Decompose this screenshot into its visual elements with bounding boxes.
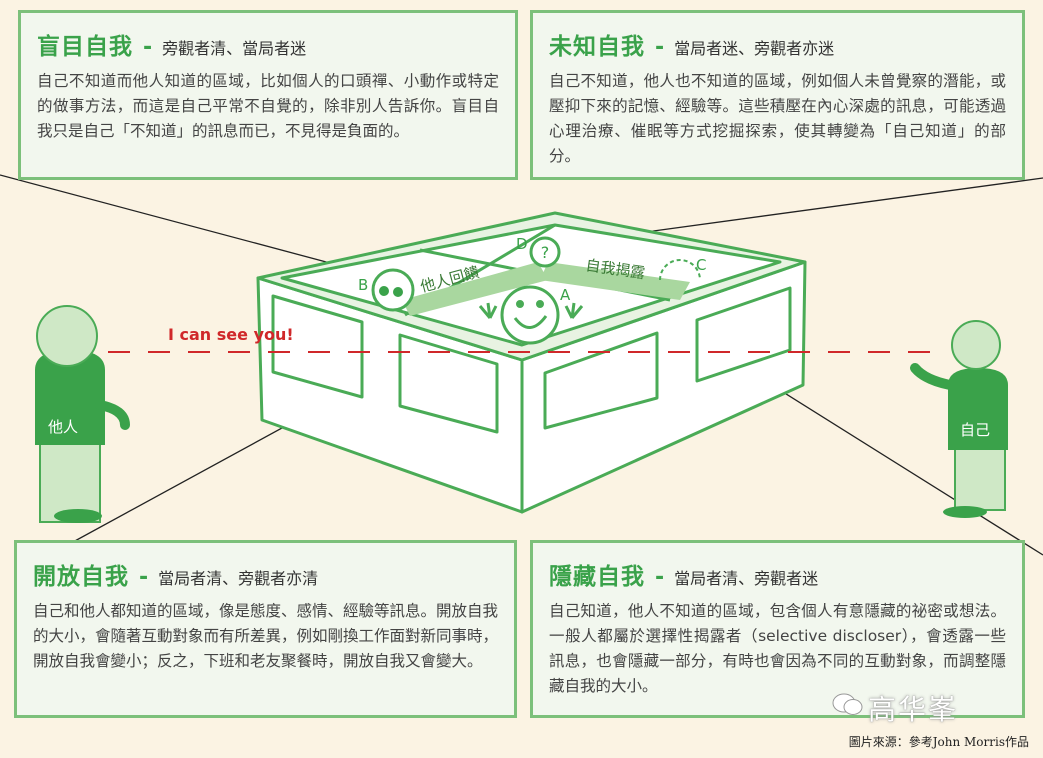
label-d: D [516,235,528,253]
box-unknown-self: 未知自我 - 當局者迷、旁觀者亦迷 自己不知道，他人也不知道的區域，例如個人未曾… [530,10,1025,180]
box-hidden-self: 隱藏自我 - 當局者清、旁觀者迷 自己知道，他人不知道的區域，包含個人有意隱藏的… [530,540,1025,718]
box-body: 自己和他人都知道的區域，像是態度、感情、經驗等訊息。開放自我的大小，會隨著互動對… [33,602,499,670]
watermark: 高华峯 [868,693,959,726]
box-body: 自己不知道，他人也不知道的區域，例如個人未曾覺察的潛能，或壓抑下來的記憶、經驗等… [549,72,1006,165]
figure-self [910,320,1008,518]
box-title: 盲目自我 [37,34,133,60]
box-subtitle: 當局者清、旁觀者迷 [674,569,819,588]
house [256,211,807,514]
box-blind-self: 盲目自我 - 旁觀者清、當局者迷 自己不知道而他人知道的區域，比如個人的口頭禪、… [18,10,518,180]
person-c [659,259,701,281]
figure-others [35,305,130,523]
box-body: 自己不知道而他人知道的區域，比如個人的口頭禪、小動作或特定的做事方法，而這是自己… [37,72,499,140]
box-title: 開放自我 [33,564,129,590]
wechat-icon [832,693,863,715]
person-d: ? [529,236,561,268]
svg-text:?: ? [541,243,550,262]
box-open-self: 開放自我 - 當局者清、旁觀者亦清 自己和他人都知道的區域，像是態度、感情、經驗… [14,540,517,718]
person-b [371,268,415,312]
person-a [478,285,584,345]
label-self: 自己 [960,421,990,439]
label-see: I can see you! [168,325,294,344]
label-others: 他人 [48,418,78,436]
box-subtitle: 當局者迷、旁觀者亦迷 [674,39,835,58]
box-subtitle: 旁觀者清、當局者迷 [162,39,307,58]
box-title: 隱藏自我 [549,564,645,590]
label-c: C [696,256,706,274]
label-b: B [358,276,368,294]
box-dash: - [655,35,665,60]
box-body: 自己知道，他人不知道的區域，包含個人有意隱藏的祕密或想法。一般人都屬於選擇性揭露… [549,602,1006,695]
box-dash: - [143,35,153,60]
box-subtitle: 當局者清、旁觀者亦清 [158,569,319,588]
image-credit: 圖片來源：參考John Morris作品 [848,735,1029,749]
box-dash: - [655,565,665,590]
box-dash: - [139,565,149,590]
box-title: 未知自我 [549,34,645,60]
label-a: A [560,286,571,304]
